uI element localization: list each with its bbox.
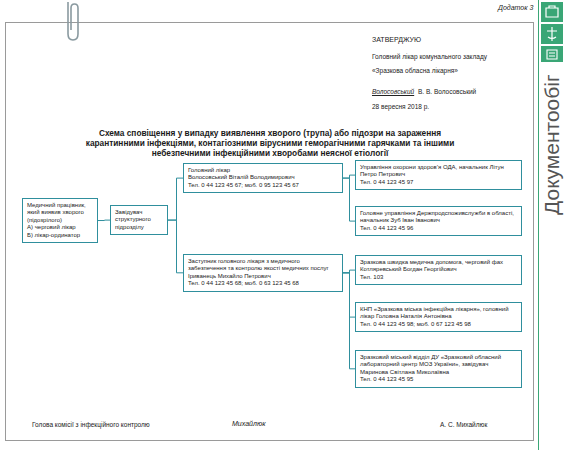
case-icon <box>546 6 558 17</box>
recipient-box: Зразкова швидка медична допомога, чергов… <box>355 255 522 285</box>
institution-name: «Зразкова обласна лікарня» <box>372 67 458 74</box>
start-box: Медичний працівник, який виявив хворого … <box>22 198 98 243</box>
medical-icon <box>547 27 557 41</box>
node-text: Б) лікар-ординатор <box>27 232 93 239</box>
connector <box>343 178 355 221</box>
connector <box>343 273 355 369</box>
node-text: Тел. 0 44 123 45 67; моб. 0 95 123 45 67 <box>188 182 338 189</box>
recipient-box: КНП «Зразкова міська інфекційна лікарня»… <box>355 302 522 332</box>
node-text: Зразкова швидка медична допомога, чергов… <box>360 259 517 266</box>
recipient-box: Зразковий міський відділ ДУ «Зразковий о… <box>355 350 522 388</box>
appendix-number: Додаток 3 <box>498 4 533 11</box>
process-box: Головний лікарВолосовський Віталій Волод… <box>183 163 343 193</box>
connector <box>168 220 183 273</box>
node-text: Іриванець Михайло Петрович <box>188 273 338 280</box>
node-text: Управління охорони здоров’я ОДА, начальн… <box>360 164 517 179</box>
approver-name: В. В. Волосовський <box>418 88 476 95</box>
node-text: Зразковий міський відділ ДУ «Зразковий о… <box>360 354 517 376</box>
signature: Волосовський <box>372 88 414 95</box>
process-box: Завідувач структурного підрозділу <box>110 205 168 235</box>
section-title: Документообіг <box>540 74 564 215</box>
icon-tile <box>541 46 563 62</box>
node-text: Тел. 0 44 123 45 68; моб. 0 63 123 45 68 <box>188 280 338 287</box>
node-text: Тел. 0 44 123 45 96 <box>360 225 517 232</box>
signature: Михайлюк <box>232 420 265 427</box>
node-text: Котляревський Богдан Георгійович <box>360 266 517 273</box>
connector <box>98 220 110 221</box>
recipient-box: Головне управління Держпродспоживслужби … <box>355 206 522 236</box>
recipient-box: Управління охорони здоров’я ОДА, начальн… <box>355 160 522 190</box>
node-text: Медичний працівник, який виявив хворого … <box>27 202 93 224</box>
node-text: Завідувач структурного підрозділу <box>115 209 163 231</box>
node-text: Волосовський Віталій Володимирович <box>188 174 338 181</box>
node-text: Тел. 0 44 123 45 97 <box>360 179 517 186</box>
approval-heading: ЗАТВЕРДЖУЮ <box>372 36 421 43</box>
document-icon <box>547 50 557 59</box>
commission-position: Голова комісії з інфекційного контролю <box>32 421 150 428</box>
node-text: КНП «Зразкова міська інфекційна лікарня»… <box>360 306 517 321</box>
node-text: Головний лікар <box>188 167 338 174</box>
connector <box>168 178 183 220</box>
icon-tile <box>541 24 563 44</box>
side-strip <box>538 0 566 450</box>
node-text: Головне управління Держпродспоживслужби … <box>360 210 517 225</box>
node-text: Тел. 103 <box>360 274 517 281</box>
icon-tile <box>541 2 563 22</box>
page-frame <box>6 23 534 441</box>
node-text: Тел. 0 44 123 45 95 <box>360 376 517 383</box>
approval-date: 28 вересня 2018 р. <box>372 103 429 110</box>
node-text: Заступник головного лікаря з медичного з… <box>188 258 338 273</box>
process-box: Заступник головного лікаря з медичного з… <box>183 254 343 292</box>
paperclip <box>68 2 78 40</box>
node-text: А) черговий лікар <box>27 224 93 231</box>
approver-position: Головний лікар комунального закладу <box>372 53 487 60</box>
side-rule <box>538 0 539 450</box>
node-text: Тел. 0 44 123 45 98; моб. 0 67 123 45 98 <box>360 321 517 328</box>
signer-name: А. С. Михайлюк <box>440 421 487 428</box>
diagram-title: Схема сповіщення у випадку виявлення хво… <box>70 128 470 158</box>
